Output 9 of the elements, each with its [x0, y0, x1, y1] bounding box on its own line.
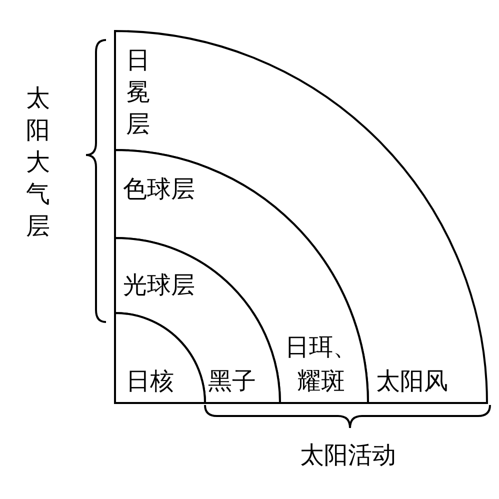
bracket-label: 太阳活动: [300, 440, 396, 470]
bracket-label: 太阳大气层: [26, 83, 51, 242]
layer-label: 日核: [126, 366, 174, 396]
layer-label: 日冕层: [126, 45, 151, 140]
layer-label: 色球层: [123, 174, 195, 204]
activity-label: 黑子: [208, 366, 256, 396]
activity-label: 太阳风: [376, 366, 448, 396]
layer-label: 光球层: [123, 270, 195, 300]
activity-label: 日珥、耀斑: [284, 332, 358, 397]
